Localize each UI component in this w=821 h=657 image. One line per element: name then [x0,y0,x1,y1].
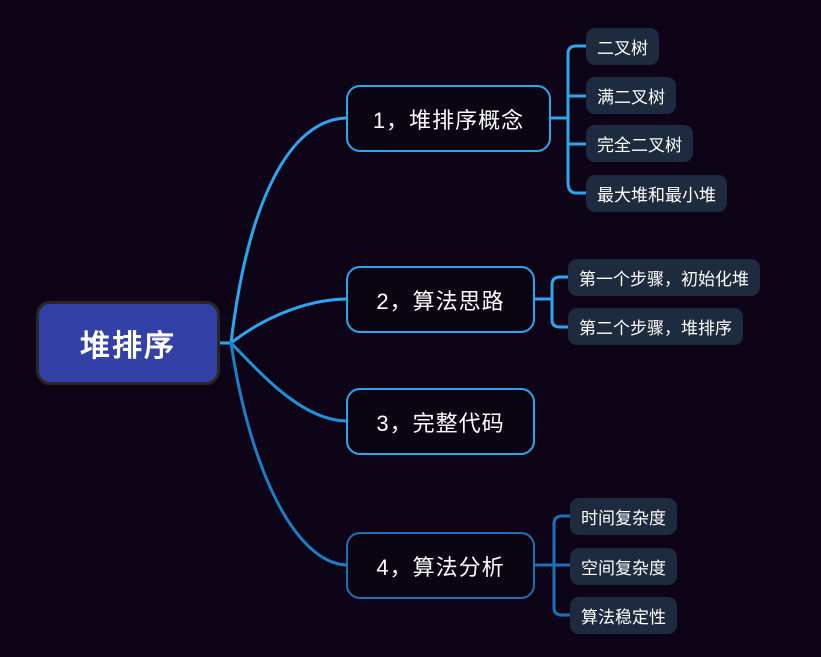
branch-node-3[interactable]: 3，完整代码 [346,388,535,455]
connector-branch-1-tree [566,44,588,195]
leaf-node-1-2-label: 满二叉树 [597,88,665,107]
branch-node-2-label: 2，算法思路 [376,288,505,314]
leaf-node-1-4-label: 最大堆和最小堆 [597,186,716,205]
leaf-node-2-2[interactable]: 第二个步骤，堆排序 [568,308,743,345]
connector-root-to-branch-1 [229,116,348,345]
connector-branch-2-tree [550,275,570,329]
leaf-node-2-2-label: 第二个步骤，堆排序 [579,319,732,338]
root-node[interactable]: 堆排序 [36,301,220,385]
branch-node-4-label: 4，算法分析 [376,554,505,580]
connector-branch-4-tree [552,514,572,617]
leaf-node-4-2-label: 空间复杂度 [581,559,666,578]
connector-root-to-branch-2 [229,297,348,345]
leaf-node-1-1-label: 二叉树 [597,39,648,58]
leaf-node-4-2[interactable]: 空间复杂度 [570,548,677,585]
connector-root-to-branch-4 [229,341,348,567]
branch-node-1[interactable]: 1，堆排序概念 [346,85,551,152]
leaf-node-4-1[interactable]: 时间复杂度 [570,498,677,535]
branch-node-4[interactable]: 4，算法分析 [346,532,535,599]
leaf-node-1-3[interactable]: 完全二叉树 [586,125,693,162]
leaf-node-2-1[interactable]: 第一个步骤，初始化堆 [568,259,760,296]
leaf-node-1-1[interactable]: 二叉树 [586,28,659,65]
leaf-node-1-2[interactable]: 满二叉树 [586,77,676,114]
leaf-node-4-1-label: 时间复杂度 [581,509,666,528]
leaf-node-1-3-label: 完全二叉树 [597,136,682,155]
branch-node-3-label: 3，完整代码 [376,410,505,436]
branch-node-2[interactable]: 2，算法思路 [346,266,535,333]
leaf-node-1-4[interactable]: 最大堆和最小堆 [586,175,727,212]
leaf-node-4-3-label: 算法稳定性 [581,608,666,627]
root-node-label: 堆排序 [80,330,176,363]
branch-node-1-label: 1，堆排序概念 [372,107,525,133]
leaf-node-2-1-label: 第一个步骤，初始化堆 [579,270,749,289]
leaf-node-4-3[interactable]: 算法稳定性 [570,597,677,634]
connector-root-to-branch-3 [229,341,348,423]
